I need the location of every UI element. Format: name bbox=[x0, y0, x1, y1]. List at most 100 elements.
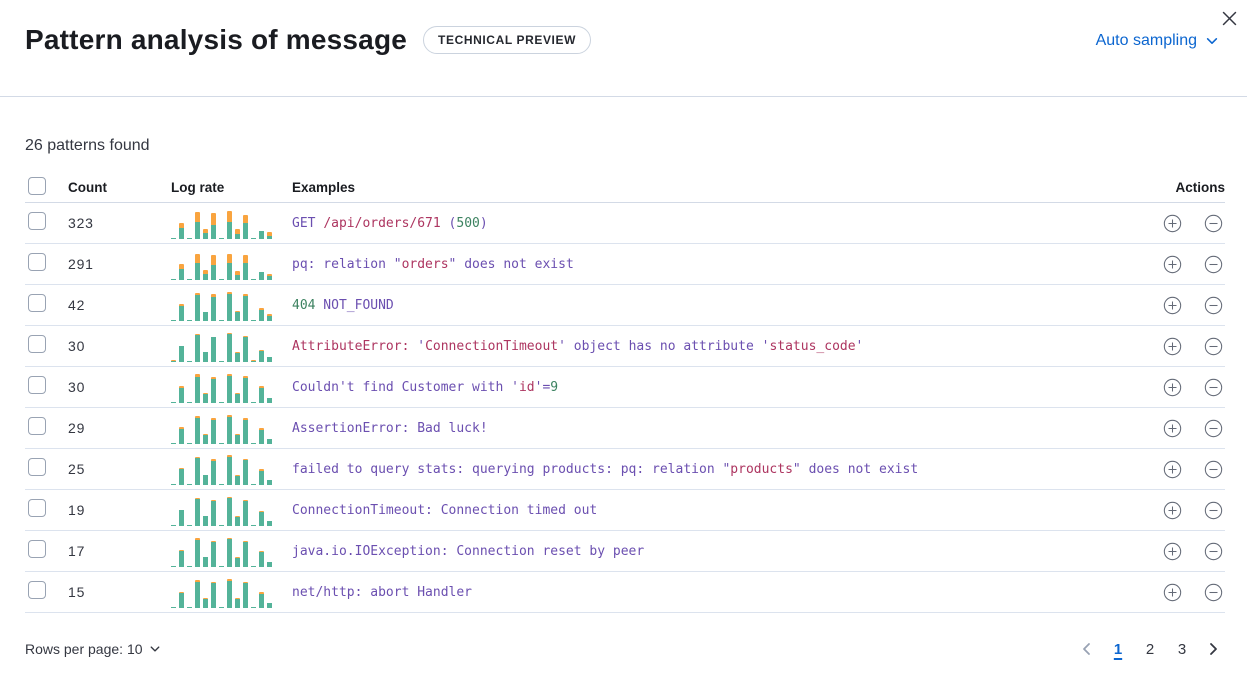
row-checkbox[interactable] bbox=[28, 252, 46, 271]
sparkline-bar bbox=[219, 442, 224, 444]
technical-preview-badge: TECHNICAL PREVIEW bbox=[423, 26, 592, 54]
sparkline-bar bbox=[219, 237, 224, 239]
filter-out-pattern-icon bbox=[1204, 583, 1223, 601]
sparkline-bar bbox=[267, 561, 272, 567]
flyout-header: Pattern analysis of message TECHNICAL PR… bbox=[0, 0, 1247, 97]
filter-out-pattern-button[interactable] bbox=[1204, 542, 1223, 561]
next-page-button[interactable] bbox=[1203, 641, 1223, 657]
sparkline-bar bbox=[219, 606, 224, 608]
sparkline-bar bbox=[171, 606, 176, 608]
filter-for-pattern-button[interactable] bbox=[1163, 460, 1182, 479]
sparkline-bar bbox=[227, 455, 232, 485]
sparkline-bar bbox=[259, 592, 264, 608]
sparkline-bar bbox=[195, 538, 200, 567]
sparkline-bar bbox=[243, 582, 248, 608]
sparkline-bar bbox=[251, 401, 256, 403]
filter-for-pattern-button[interactable] bbox=[1163, 296, 1182, 315]
table-row: 19 ConnectionTimeout: Connection timed ou… bbox=[25, 490, 1225, 531]
filter-out-pattern-button[interactable] bbox=[1204, 583, 1223, 602]
sparkline-bar bbox=[267, 438, 272, 444]
page-3-button[interactable]: 3 bbox=[1171, 637, 1193, 661]
sparkline-bar bbox=[195, 580, 200, 608]
filter-for-pattern-button[interactable] bbox=[1163, 337, 1182, 356]
column-header-actions: Actions bbox=[1175, 180, 1225, 195]
count-value: 19 bbox=[68, 502, 86, 518]
filter-for-pattern-button[interactable] bbox=[1163, 214, 1182, 233]
sparkline-bar bbox=[227, 211, 232, 239]
sparkline-bar bbox=[259, 350, 264, 362]
example-message: net/http: abort Handler bbox=[292, 584, 473, 600]
sparkline-bar bbox=[171, 442, 176, 444]
sampling-dropdown[interactable]: Auto sampling bbox=[1096, 32, 1219, 50]
sparkline-bar bbox=[203, 392, 208, 403]
sparkline-bar bbox=[179, 385, 184, 403]
previous-page-button[interactable] bbox=[1077, 641, 1097, 657]
row-checkbox[interactable] bbox=[28, 580, 46, 599]
sparkline-bar bbox=[203, 556, 208, 567]
sparkline-bar bbox=[227, 415, 232, 444]
row-checkbox[interactable] bbox=[28, 416, 46, 435]
filter-out-pattern-button[interactable] bbox=[1204, 214, 1223, 233]
sparkline-bar bbox=[227, 497, 232, 526]
sparkline-bar bbox=[211, 254, 216, 280]
row-checkbox[interactable] bbox=[28, 539, 46, 558]
filter-for-pattern-button[interactable] bbox=[1163, 542, 1182, 561]
sparkline-bar bbox=[179, 263, 184, 280]
filter-out-pattern-icon bbox=[1204, 419, 1223, 437]
filter-for-pattern-button[interactable] bbox=[1163, 583, 1182, 602]
sparkline-bar bbox=[235, 433, 240, 444]
sparkline-bar bbox=[171, 483, 176, 485]
sparkline-bar bbox=[251, 319, 256, 321]
chevron-left-icon bbox=[1083, 643, 1090, 655]
page-1-button[interactable]: 1 bbox=[1107, 637, 1129, 661]
sparkline-bar bbox=[211, 581, 216, 608]
filter-out-pattern-button[interactable] bbox=[1204, 337, 1223, 356]
sparkline-bar bbox=[211, 294, 216, 321]
filter-for-pattern-button[interactable] bbox=[1163, 255, 1182, 274]
filter-out-pattern-button[interactable] bbox=[1204, 296, 1223, 315]
count-value: 291 bbox=[68, 256, 94, 272]
sparkline-bar bbox=[195, 416, 200, 444]
sparkline-bar bbox=[187, 606, 192, 608]
row-checkbox[interactable] bbox=[28, 375, 46, 394]
count-value: 29 bbox=[68, 420, 86, 436]
filter-for-pattern-icon bbox=[1163, 378, 1182, 396]
rows-per-page-dropdown[interactable]: Rows per page: 10 bbox=[25, 641, 161, 657]
select-all-checkbox[interactable] bbox=[28, 177, 46, 195]
filter-out-pattern-button[interactable] bbox=[1204, 460, 1223, 479]
filter-for-pattern-button[interactable] bbox=[1163, 501, 1182, 520]
filter-for-pattern-icon bbox=[1163, 583, 1182, 601]
page-2-button[interactable]: 2 bbox=[1139, 637, 1161, 661]
row-checkbox[interactable] bbox=[28, 334, 46, 353]
log-rate-sparkline bbox=[171, 455, 272, 485]
sparkline-bar bbox=[219, 360, 224, 362]
row-checkbox[interactable] bbox=[28, 211, 46, 230]
sparkline-bar bbox=[187, 565, 192, 567]
filter-out-pattern-button[interactable] bbox=[1204, 419, 1223, 438]
log-rate-sparkline bbox=[171, 537, 272, 567]
example-message: GET /api/orders/671 (500) bbox=[292, 215, 488, 231]
sparkline-bar bbox=[195, 253, 200, 280]
row-checkbox[interactable] bbox=[28, 457, 46, 476]
example-message: ConnectionTimeout: Connection timed out bbox=[292, 502, 598, 518]
sparkline-bar bbox=[195, 497, 200, 526]
sparkline-bar bbox=[203, 515, 208, 526]
sparkline-bar bbox=[235, 557, 240, 567]
sparkline-bar bbox=[203, 312, 208, 321]
filter-for-pattern-button[interactable] bbox=[1163, 419, 1182, 438]
row-checkbox[interactable] bbox=[28, 293, 46, 312]
filter-out-pattern-button[interactable] bbox=[1204, 378, 1223, 397]
sparkline-bar bbox=[195, 374, 200, 403]
column-header-examples: Examples bbox=[292, 180, 356, 195]
sparkline-bar bbox=[227, 291, 232, 321]
filter-for-pattern-button[interactable] bbox=[1163, 378, 1182, 397]
filter-out-pattern-button[interactable] bbox=[1204, 255, 1223, 274]
close-button[interactable] bbox=[1215, 4, 1243, 32]
filter-out-pattern-button[interactable] bbox=[1204, 501, 1223, 520]
sparkline-bar bbox=[243, 499, 248, 526]
filter-for-pattern-icon bbox=[1163, 460, 1182, 478]
table-header-row: Count Log rate Examples Actions bbox=[25, 173, 1225, 203]
row-checkbox[interactable] bbox=[28, 498, 46, 517]
